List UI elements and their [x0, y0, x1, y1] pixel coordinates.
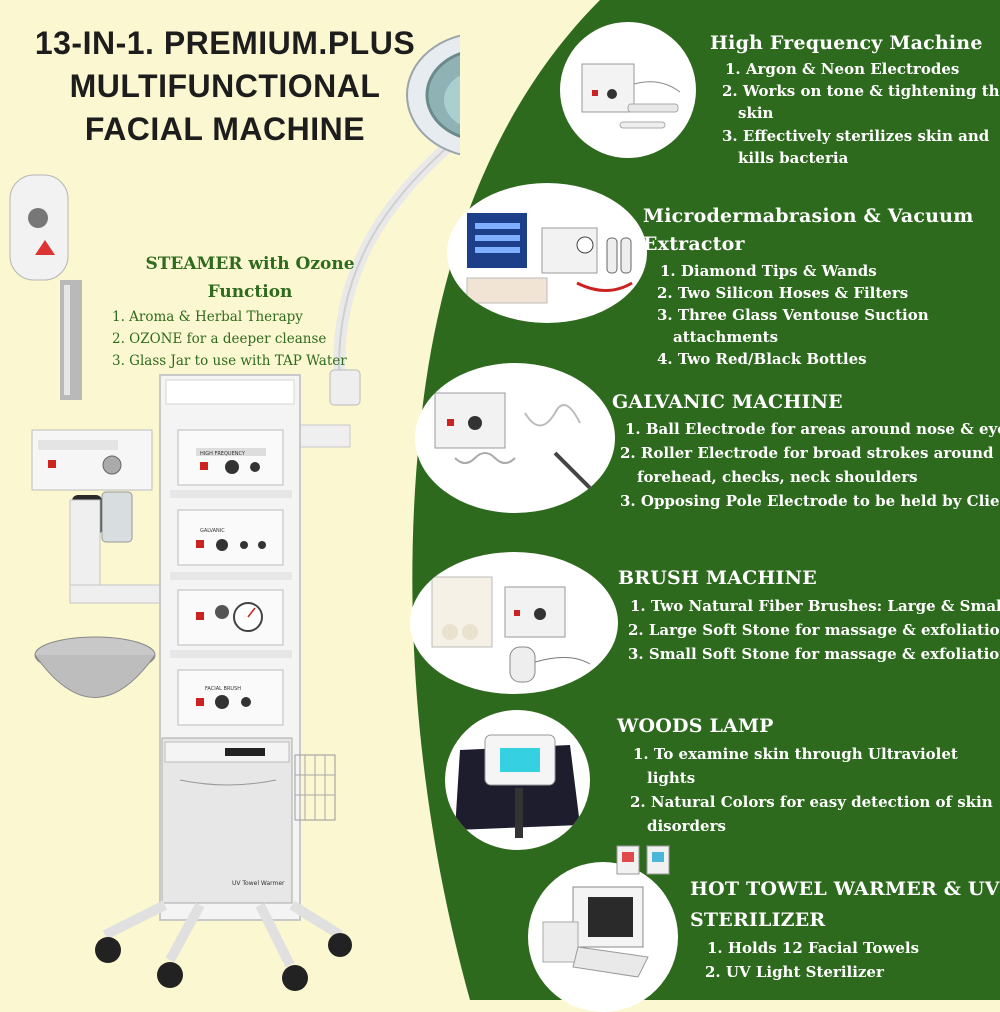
galvanic-title: GALVANIC MACHINE — [612, 391, 843, 413]
page-title-line-2: MULTIFUNCTIONAL — [69, 68, 381, 104]
brush-machine-photo — [410, 552, 618, 694]
high-frequency-title: High Frequency Machine — [710, 32, 983, 54]
woods-lamp-item-1: 1. To examine skin through Ultraviolet — [633, 745, 958, 763]
microdermabrasion-item-2: 2. Two Silicon Hoses & Filters — [657, 284, 909, 302]
woods-lamp-title: WOODS LAMP — [617, 715, 774, 737]
high-frequency-item-2: 2. Works on tone & tightening the — [722, 82, 1000, 100]
woods-lamp-item-2-cont: disorders — [647, 817, 726, 835]
towel-warmer-item-2: 2. UV Light Sterilizer — [705, 963, 884, 981]
galvanic-photo — [415, 363, 615, 513]
brush-machine-item-3: 3. Small Soft Stone for massage & exfoli… — [628, 645, 1000, 663]
microdermabrasion-photo — [447, 183, 647, 323]
page-title-line-3: FACIAL MACHINE — [84, 111, 366, 147]
brush-machine-item-2: 2. Large Soft Stone for massage & exfoli… — [628, 621, 1000, 639]
steamer-title-line-2: Function — [207, 282, 293, 302]
high-frequency-item-1: 1. Argon & Neon Electrodes — [725, 60, 960, 78]
brush-machine-item-1: 1. Two Natural Fiber Brushes: Large & Sm… — [630, 597, 1000, 615]
microdermabrasion-title-line-2: Extractor — [643, 233, 745, 255]
microdermabrasion-item-1: 1. Diamond Tips & Wands — [660, 262, 877, 280]
towel-warmer-title-line-1: HOT TOWEL WARMER & UV — [690, 878, 1000, 900]
towel-warmer-title-line-2: STERILIZER — [690, 909, 826, 931]
high-frequency-item-2-cont: skin — [738, 104, 774, 122]
galvanic-item-2: 2. Roller Electrode for broad strokes ar… — [620, 444, 994, 462]
microdermabrasion-item-4: 4. Two Red/Black Bottles — [657, 350, 867, 368]
facial-machine-image: HIGH FREQUENCY GALVANIC FACIAL BRUSH UV … — [9, 34, 460, 991]
galvanic-item-2-cont: forehead, checks, neck shoulders — [637, 468, 918, 486]
panel-label-facial-brush: FACIAL BRUSH — [205, 686, 241, 692]
galvanic-item-1: 1. Ball Electrode for areas around nose … — [625, 420, 1000, 438]
high-frequency-photo — [560, 22, 696, 158]
uv-sterilizer-icon — [616, 845, 670, 875]
microdermabrasion-title-line-1: Microdermabrasion & Vacuum — [643, 205, 974, 227]
galvanic-item-3: 3. Opposing Pole Electrode to be held by… — [620, 492, 1000, 510]
page-title-line-1: 13-IN-1. PREMIUM.PLUS — [34, 25, 416, 61]
steamer-title-line-1: STEAMER with Ozone — [145, 254, 355, 274]
towel-warmer-item-1: 1. Holds 12 Facial Towels — [707, 939, 920, 957]
microdermabrasion-item-3: 3. Three Glass Ventouse Suction — [657, 306, 929, 324]
magnifier-lamp-icon — [406, 34, 460, 156]
woods-lamp-item-1-cont: lights — [647, 769, 696, 787]
high-frequency-item-3-cont: kills bacteria — [738, 149, 849, 167]
high-frequency-item-3: 3. Effectively sterilizes skin and — [722, 127, 990, 145]
panel-label-galvanic: GALVANIC — [200, 528, 225, 534]
panel-label-towel-warmer: UV Towel Warmer — [232, 880, 285, 887]
steamer-item-1: 1. Aroma & Herbal Therapy — [112, 309, 303, 325]
steamer-item-3: 3. Glass Jar to use with TAP Water — [112, 353, 347, 369]
steamer-item-2: 2. OZONE for a deeper cleanse — [112, 331, 327, 347]
woods-lamp-item-2: 2. Natural Colors for easy detection of … — [630, 793, 993, 811]
panel-label-high-frequency: HIGH FREQUENCY — [200, 451, 246, 457]
brush-machine-title: BRUSH MACHINE — [618, 567, 817, 589]
towel-warmer-photo — [528, 862, 678, 1012]
woods-lamp-photo — [445, 710, 590, 850]
microdermabrasion-item-3-cont: attachments — [673, 328, 779, 346]
